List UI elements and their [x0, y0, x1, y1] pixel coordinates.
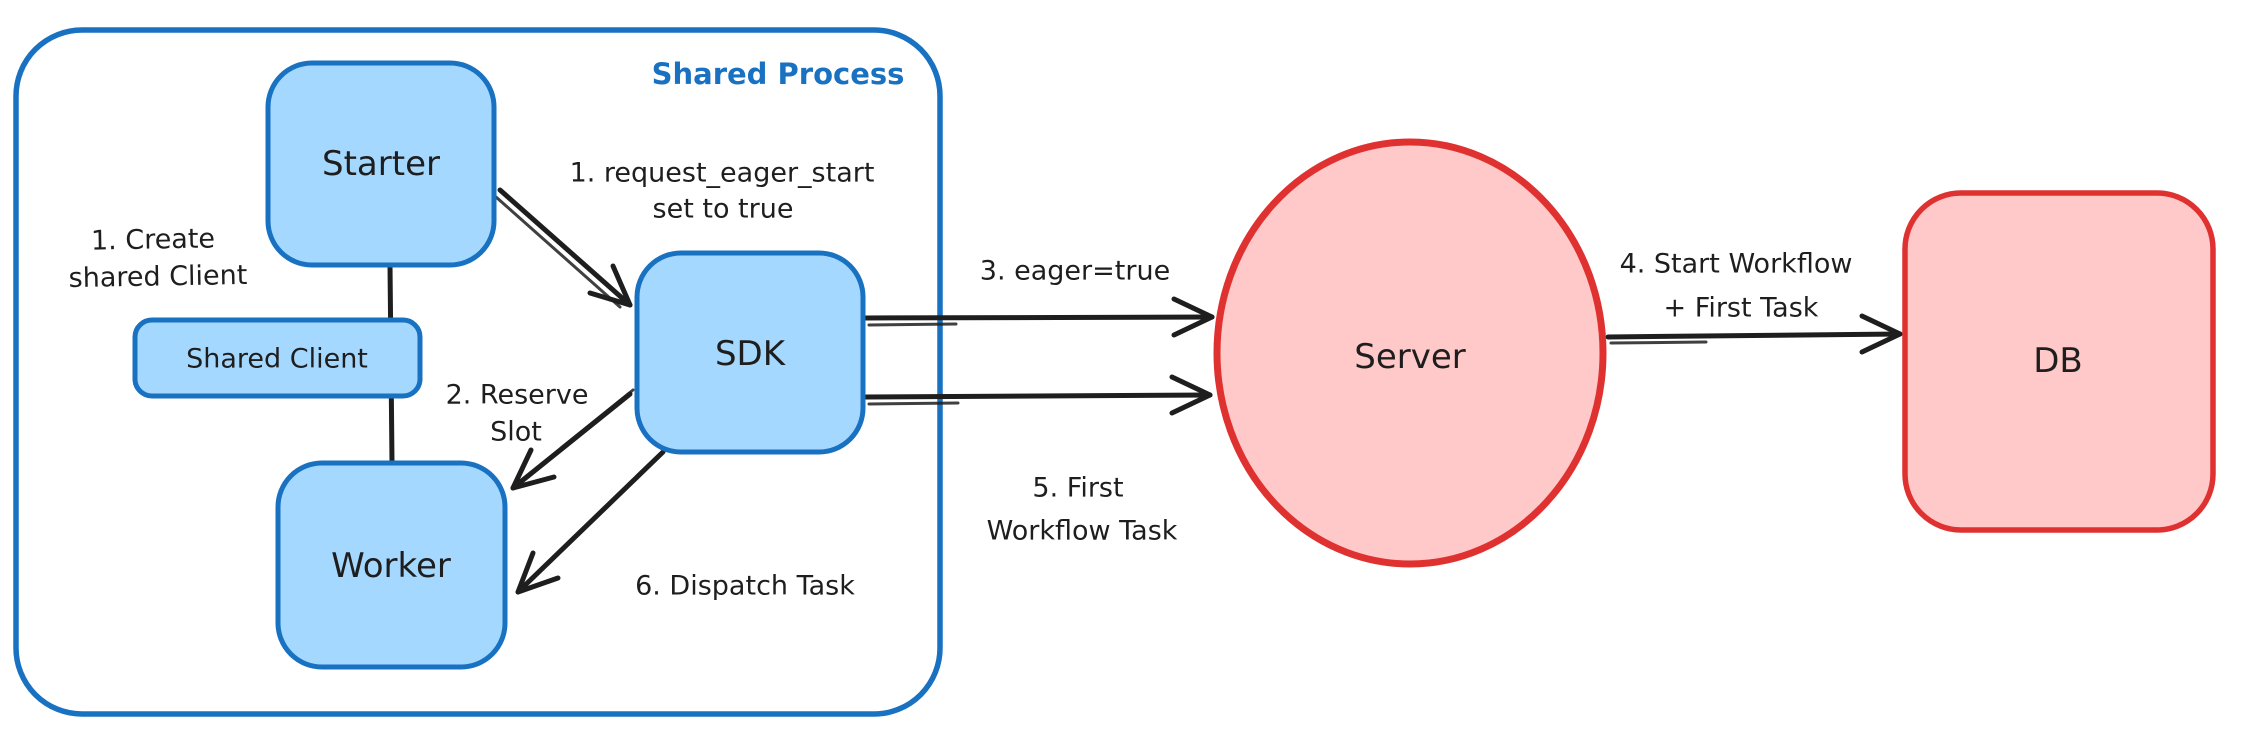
annotation-reserve-slot: 2. Reserve Slot [446, 380, 589, 448]
annotation-eager-true: 3. eager=true [980, 256, 1170, 287]
create-client-line1: 1. Create [91, 223, 216, 256]
annotation-first-workflow-task: 5. First Workflow Task [987, 473, 1178, 547]
reserve-slot-line1: 2. Reserve [446, 380, 589, 411]
arrow-1-sketch-stroke [494, 195, 622, 309]
arrow-5-shaft [863, 392, 1213, 400]
arrow-3-shaft [863, 314, 1215, 321]
annotation-dispatch-task: 6. Dispatch Task [635, 571, 855, 602]
request-eager-line2: set to true [653, 194, 794, 225]
start-workflow-line1: 4. Start Workflow [1620, 249, 1853, 280]
arrow-1-shaft [497, 187, 633, 308]
node-starter: Starter [265, 60, 497, 268]
group-shared-process: Shared Process [13, 27, 943, 717]
annotation-request-eager-start: 1. request_eager_start set to true [570, 158, 875, 225]
server-label: Server [1354, 337, 1466, 377]
arrow-6-head-icon [515, 550, 561, 595]
annotation-create-shared-client: 1. Create shared Client [68, 223, 247, 294]
arrow-3-sketch-stroke [867, 322, 958, 327]
shared-process-label: Shared Process [652, 57, 905, 91]
arrow-5-sketch-stroke [867, 401, 960, 406]
node-db: DB [1902, 190, 2216, 533]
arrow-start-workflow [1605, 313, 1903, 355]
sdk-label: SDK [715, 334, 787, 374]
shared-client-label: Shared Client [186, 344, 368, 375]
db-box [1902, 190, 2216, 533]
arrow-first-workflow-task [863, 374, 1213, 416]
reserve-slot-line2: Slot [490, 417, 542, 448]
starter-box [265, 60, 497, 268]
create-client-line2: shared Client [68, 260, 247, 294]
shared-client-box [132, 317, 423, 399]
first-wft-line1: 5. First [1032, 473, 1123, 504]
arrow-4-shaft [1605, 331, 1903, 340]
worker-label: Worker [331, 546, 451, 586]
arrow-dispatch-task [515, 449, 666, 595]
node-worker: Worker [275, 460, 508, 670]
arrow-4-head-icon [1859, 313, 1903, 355]
node-shared-client: Shared Client [132, 317, 423, 399]
db-label: DB [2033, 341, 2083, 381]
arrow-1-head-icon [587, 263, 633, 308]
worker-box [275, 460, 508, 670]
annotation-start-workflow: 4. Start Workflow + First Task [1620, 249, 1853, 324]
arrow-6-shaft [515, 449, 666, 595]
request-eager-line1: 1. request_eager_start [570, 158, 875, 189]
arrow-eager-true [863, 296, 1215, 338]
node-server: Server [1213, 138, 1607, 568]
first-wft-line2: Workflow Task [987, 516, 1178, 547]
server-circle [1213, 138, 1607, 568]
arrow-reserve-slot [510, 388, 635, 491]
arrow-2-sketch-stroke [559, 388, 635, 450]
arrow-3-head-icon [1171, 296, 1215, 338]
start-workflow-line2: + First Task [1664, 293, 1819, 324]
arrow-4-sketch-stroke [1609, 340, 1708, 345]
sdk-box [634, 250, 866, 455]
arrow-5-head-icon [1169, 374, 1213, 416]
node-sdk: SDK [634, 250, 866, 455]
starter-label: Starter [322, 144, 440, 184]
arrow-2-head-icon [510, 447, 557, 491]
arrow-request-eager-start [494, 187, 633, 309]
shared-process-frame [13, 27, 943, 717]
